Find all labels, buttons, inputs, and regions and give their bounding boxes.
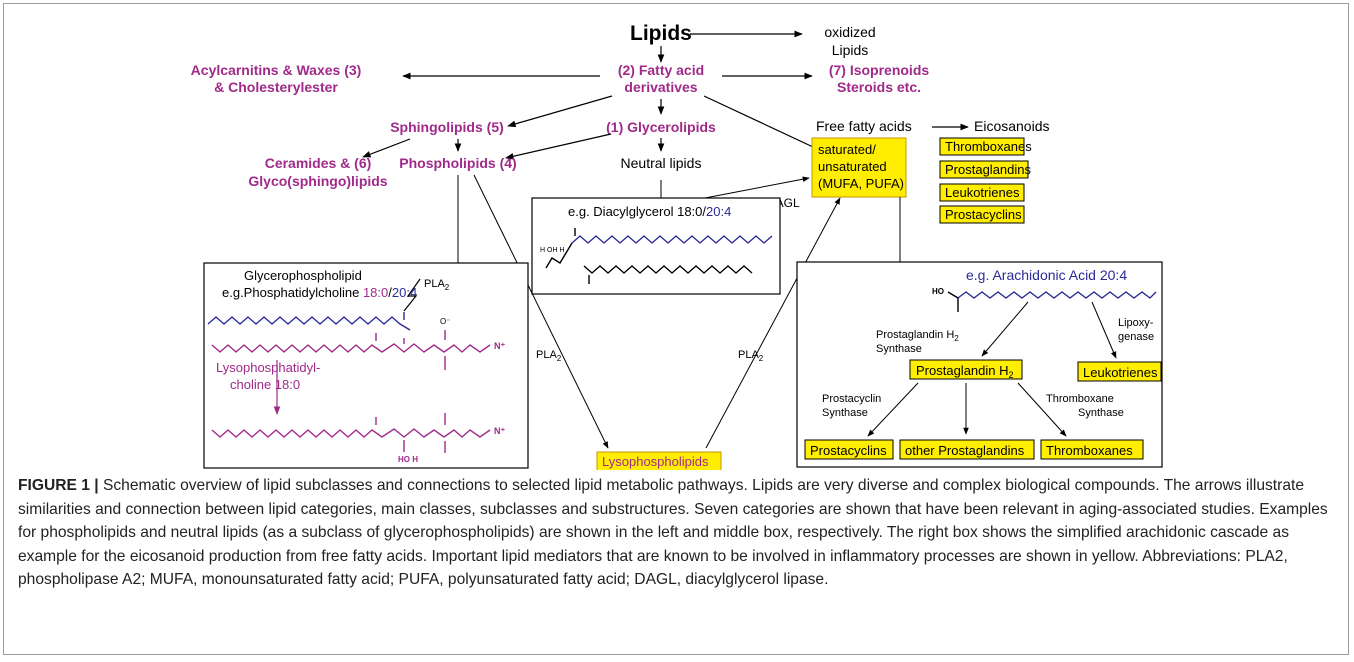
node-phospholipids: Phospholipids (4) (399, 155, 516, 171)
box-other-prostaglandins (899, 439, 1035, 460)
box-glycerophospholipid (203, 262, 529, 469)
arrow-phospho-lyso (473, 174, 609, 449)
label-prostacyclins: Prostacyclins (945, 207, 1022, 222)
eicosanoid-boxes: Thromboxanes Prostaglandins Leukotrienes… (939, 137, 1032, 224)
box-prostaglandins (939, 160, 1029, 179)
dag-example: e.g. Diacylglycerol 18:0/20:4 (568, 204, 731, 219)
lysopc-hoh: HO H (398, 455, 418, 464)
box-prostacyclins-right (804, 439, 894, 460)
node-eicosanoids: Eicosanoids (974, 118, 1050, 134)
gpl-pla2: PLA2 (424, 278, 450, 292)
pc-o-minus: O⁻ (440, 317, 450, 326)
box-pgh2 (909, 359, 1023, 380)
pc-n-plus: N⁺ (494, 341, 505, 351)
arrow-fatty-sphingo (507, 95, 613, 128)
aa-title: e.g. Arachidonic Acid 20:4 (966, 267, 1127, 283)
saturated-line1: saturated/ (818, 142, 876, 157)
figure-frame (3, 3, 1349, 655)
figure-caption: FIGURE 1 | Schematic overview of lipid s… (18, 474, 1340, 592)
box-saturated (811, 137, 907, 198)
node-free-fatty-acids: Free fatty acids (816, 118, 912, 134)
node-isoprenoids-line2: Steroids etc. (837, 79, 921, 95)
label-lysophospholipids: Lysophospholipids (602, 454, 709, 469)
label-pla2-right: PLA2 (738, 349, 764, 363)
label-leukotrienes-right: Leukotrienes (1083, 365, 1158, 380)
lipid-diagram: Lipids oxidized Lipids (2) Fatty acid de… (191, 22, 1163, 470)
box-lysophospholipids (596, 451, 722, 470)
box-prostacyclins (939, 205, 1025, 224)
lipoxy-line1: Lipoxy- (1118, 317, 1154, 329)
label-prostacyclins-right: Prostacyclins (810, 443, 887, 458)
lyso-pc-line1: Lysophosphatidyl- (216, 360, 320, 375)
label-leukotrienes: Leukotrienes (945, 185, 1020, 200)
gpl-title: Glycerophospholipid (244, 268, 362, 283)
tx-synthase-line2: Synthase (1078, 407, 1124, 419)
caption-text: Schematic overview of lipid subclasses a… (18, 477, 1328, 588)
node-lipids: Lipids (630, 22, 692, 45)
saturated-line3: (MUFA, PUFA) (818, 176, 904, 191)
node-neutral-lipids: Neutral lipids (621, 155, 702, 171)
node-isoprenoids-line1: (7) Isoprenoids (829, 62, 930, 78)
label-prostaglandins: Prostaglandins (945, 162, 1031, 177)
aa-structure (947, 291, 1157, 312)
lipoxy-line2: genase (1118, 331, 1154, 343)
pc-structure (207, 312, 491, 370)
node-glycerolipids: (1) Glycerolipids (606, 119, 716, 135)
pc-synthase-line1: Prostacyclin (822, 393, 881, 405)
tx-synthase-line1: Thromboxane (1046, 393, 1114, 405)
lysopc-structure (211, 413, 491, 453)
arrow-pgh2-prostacyclins (867, 382, 919, 437)
pla2-cut-icon (403, 278, 421, 312)
arrow-lyso-satbox (705, 197, 841, 449)
lyso-pc-line2: choline 18:0 (230, 377, 300, 392)
node-acyl-line1: Acylcarnitins & Waxes (3) (191, 62, 362, 78)
box-thromboxanes (939, 137, 1025, 156)
arrow-fatty-freefa (703, 95, 829, 155)
node-oxidized-line1: oxidized (824, 24, 875, 40)
pgh-synthase-line2: Synthase (876, 343, 922, 355)
box-thromboxanes-right (1040, 439, 1144, 460)
arrow-aa-pgh2 (981, 301, 1029, 357)
node-ceramides-line1: Ceramides & (6) (265, 155, 372, 171)
box-leukotrienes-right (1077, 361, 1162, 382)
label-thromboxanes: Thromboxanes (945, 139, 1032, 154)
pgh-synthase-line1: Prostaglandin H2 (876, 329, 959, 343)
arrow-aa-leukotrienes (1091, 301, 1117, 359)
saturated-line2: unsaturated (818, 159, 887, 174)
arrow-dagl (704, 176, 810, 199)
node-acyl-line2: & Cholesterylester (214, 79, 338, 95)
caption-label: FIGURE 1 | (18, 477, 99, 494)
node-fatty-line1: (2) Fatty acid (618, 62, 704, 78)
arrow-pgh2-thromboxanes (1017, 382, 1067, 437)
label-pla2-left: PLA2 (536, 349, 562, 363)
arrow-sphingo-ceramides (362, 138, 411, 158)
box-leukotrienes (939, 183, 1025, 202)
node-ceramides-line2: Glyco(sphingo)lipids (248, 173, 387, 189)
gpl-example: e.g.Phosphatidylcholine 18:0/20:4 (222, 285, 417, 300)
label-pgh2: Prostaglandin H2 (916, 363, 1014, 380)
node-oxidized-line2: Lipids (832, 42, 869, 58)
aa-ho: HO (932, 287, 944, 296)
arrow-glycero-phospho (505, 133, 612, 160)
pc-synthase-line2: Synthase (822, 407, 868, 419)
node-fatty-line2: derivatives (624, 79, 697, 95)
label-thromboxanes-right: Thromboxanes (1046, 443, 1133, 458)
dag-oh: H OH H (540, 247, 565, 254)
box-diacylglycerol (531, 197, 781, 295)
node-sphingolipids: Sphingolipids (5) (390, 119, 504, 135)
lysopc-n-plus: N⁺ (494, 426, 505, 436)
dag-structure (545, 228, 773, 284)
label-other-prostaglandins: other Prostaglandins (905, 443, 1025, 458)
